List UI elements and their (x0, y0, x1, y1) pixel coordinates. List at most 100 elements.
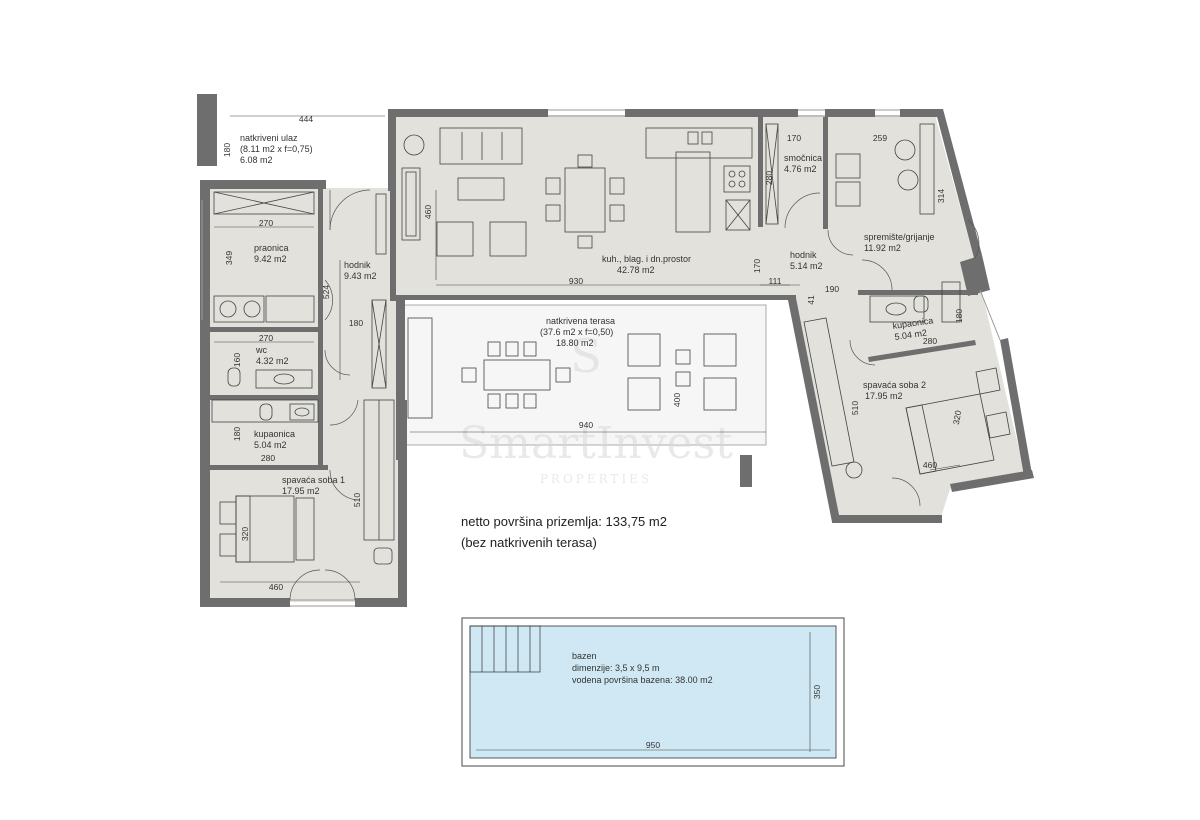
summary-note: (bez natkrivenih terasa) (461, 535, 597, 550)
wall-smoc-right (823, 117, 828, 229)
kup2-area: 5.04 m2 (894, 328, 928, 342)
room-floors (206, 110, 1025, 602)
pool-steps (469, 625, 541, 673)
wall-right-top-c (900, 109, 940, 117)
wall-left-right (398, 400, 407, 607)
wall-living-top-b (625, 109, 765, 117)
windows (201, 109, 1001, 607)
wall-left-outer (200, 180, 210, 607)
wall-spr-bottom (858, 290, 978, 295)
living-name: kuh., blag. i dn.prostor (602, 254, 691, 264)
watermark-letter: S (570, 329, 602, 383)
entry-name: natkriveni ulaz (240, 133, 298, 143)
bed2-bed-dim: 320 (951, 409, 963, 425)
wall-kup2-bottom (868, 340, 976, 362)
bed1-name: spavaća soba 1 (282, 475, 345, 485)
kup2-dim-w: 280 (923, 336, 937, 346)
terrace-formula: (37.6 m2 x f=0,50) (540, 327, 613, 337)
smoc-dim-w: 170 (787, 133, 801, 143)
watermark: S SmartInvest PROPERTIES (459, 329, 733, 486)
furniture (211, 123, 1011, 565)
wall-right-top-a (760, 109, 798, 117)
hodnik2-name: hodnik (790, 250, 817, 260)
bed1-dim-w: 460 (269, 582, 283, 592)
pool-dim-w: 950 (646, 740, 660, 750)
terrace-post-1 (740, 455, 752, 487)
wall-right-top-b (825, 109, 875, 117)
wall-living-post (396, 300, 405, 460)
wall-left-top (200, 180, 326, 189)
pool-water-area: vodena površina bazena: 38.00 m2 (572, 675, 713, 685)
living-dim-w: 930 (569, 276, 583, 286)
entry-dim-side: 180 (222, 143, 232, 157)
entry-area: 6.08 m2 (240, 155, 273, 165)
pool: bazen dimenzije: 3,5 x 9,5 m vodena povr… (461, 617, 845, 767)
entry-dim-width: 444 (299, 114, 313, 124)
bed2-dim-w: 460 (923, 460, 937, 470)
living-dim-170: 170 (752, 259, 762, 273)
wall-wc-kup (208, 395, 323, 400)
praonica-dim-h: 349 (224, 251, 234, 265)
smoc-dim-h: 280 (764, 171, 774, 185)
bed2-area: 17.95 m2 (865, 391, 903, 401)
kup1-name: kupaonica (254, 429, 295, 439)
pool-dim-h: 350 (812, 685, 822, 699)
floor-left-wing (206, 186, 404, 602)
wall-right-bottom (950, 470, 1034, 492)
living-area: 42.78 m2 (617, 265, 655, 275)
living-dim-h: 460 (423, 205, 433, 219)
wc-name: wc (255, 345, 267, 355)
room-labels: 444 180 natkriveni ulaz (8.11 m2 x f=0,7… (222, 114, 964, 592)
kup2-dim-h: 180 (954, 309, 964, 323)
hodnik2-area: 5.14 m2 (790, 261, 823, 271)
bed1-dim-h: 510 (352, 493, 362, 507)
bed2-dim-h: 510 (850, 401, 860, 415)
terrace-floor (403, 304, 767, 446)
floor-entry (214, 110, 388, 188)
kup1-dim-w: 280 (261, 453, 275, 463)
hodnik2-dim-190: 190 (825, 284, 839, 294)
spr-dim-h: 314 (936, 189, 946, 203)
wall-left-bottom2 (355, 598, 407, 607)
summary-net-area: netto površina prizemlja: 133,75 m2 (461, 514, 667, 529)
spr-name: spremište/grijanje (864, 232, 935, 242)
hodnik1-name: hodnik (344, 260, 371, 270)
bed1-bed-dim: 320 (240, 527, 250, 541)
spr-area: 11.92 m2 (864, 243, 901, 253)
wall-living-bottom (396, 295, 796, 300)
kup1-area: 5.04 m2 (254, 440, 287, 450)
hodnik1-area: 9.43 m2 (344, 271, 377, 281)
smoc-area: 4.76 m2 (784, 164, 817, 174)
wall-living-left (388, 109, 396, 191)
terrace-name: natkrivena terasa (546, 316, 615, 326)
praonica-area: 9.42 m2 (254, 254, 287, 264)
entry-formula: (8.11 m2 x f=0,75) (240, 144, 313, 154)
wall-right-lower (1000, 338, 1032, 476)
hodnik2-dim-41: 41 (806, 295, 816, 305)
watermark-brand: SmartInvest (459, 418, 733, 469)
terrace-dim-h: 400 (672, 393, 682, 407)
hodnik1-dim-w: 180 (349, 318, 363, 328)
kup1-dim-h: 180 (232, 427, 242, 441)
wall-hall-right (390, 186, 396, 301)
spr-dim-w: 259 (873, 133, 887, 143)
wc-dim-h: 160 (232, 353, 242, 367)
doors (289, 189, 980, 601)
living-dim-111: 111 (769, 276, 782, 286)
bed1-area: 17.95 m2 (282, 486, 320, 496)
wall-praonica-wc (208, 327, 323, 332)
walls (197, 94, 1034, 607)
wall-right-diag (935, 109, 982, 258)
floor-living (396, 115, 762, 299)
wall-praonica-right (318, 186, 323, 466)
wall-left-bottom (200, 598, 290, 607)
bed2-name: spavaća soba 2 (863, 380, 926, 390)
wall-living-top-a (388, 109, 548, 117)
smoc-name: smočnica (784, 153, 822, 163)
praonica-dim-w: 270 (259, 218, 273, 228)
terrace-area: 18.80 m2 (556, 338, 594, 348)
pool-name: bazen (572, 651, 597, 661)
pool-water (469, 625, 837, 759)
dimension-lines (214, 115, 961, 583)
